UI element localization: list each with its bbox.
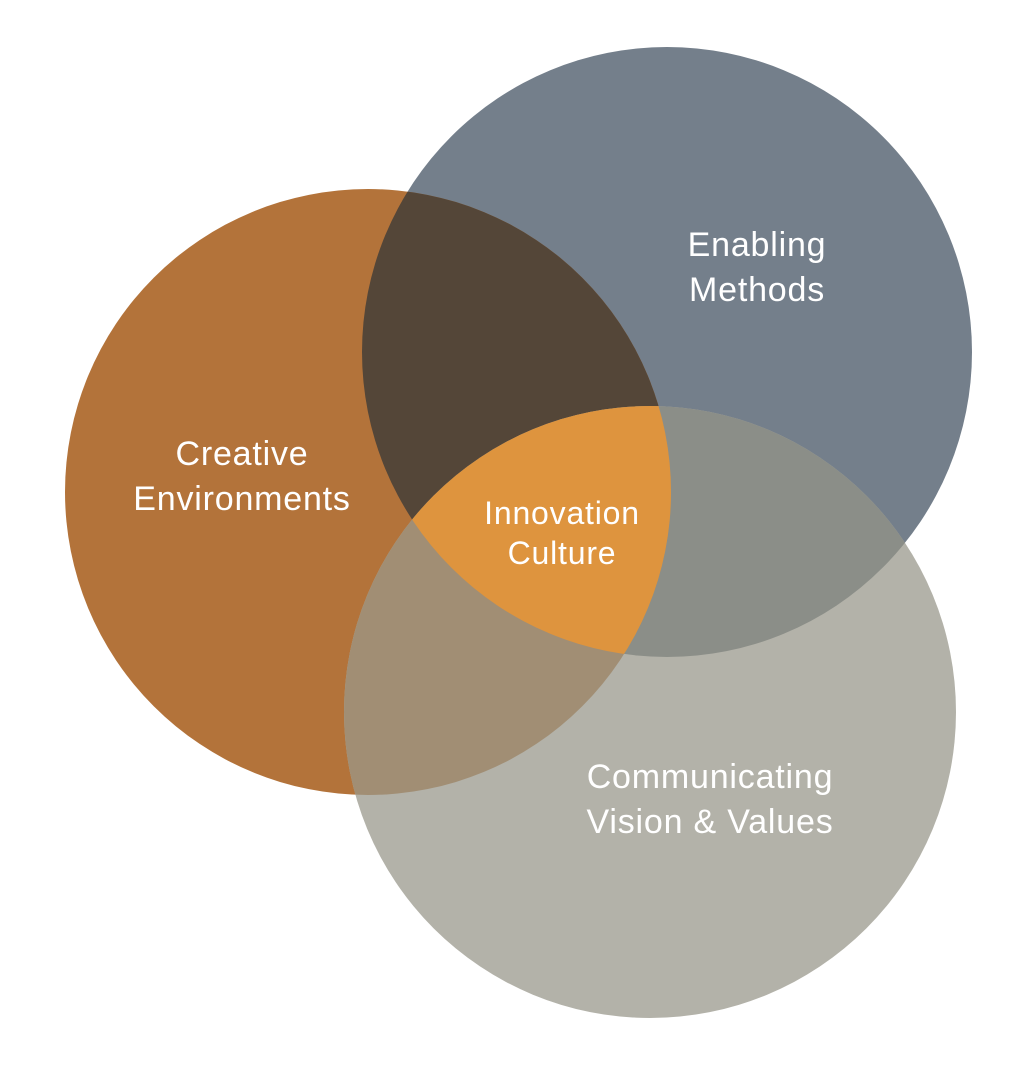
innovation-culture-label-line1: Innovation [484,495,640,531]
enabling-methods-label-line1: Enabling [687,226,827,264]
enabling-methods-label: Enabling Methods [688,223,827,313]
creative-environments-label-line1: Creative [175,435,309,473]
creative-environments-label: Creative Environments [133,432,350,522]
enabling-methods-label-line2: Methods [688,271,826,309]
communicating-vision-values-label-line1: Communicating [586,758,834,796]
communicating-vision-values-label: Communicating Vision & Values [587,755,834,845]
communicating-vision-values-label-line2: Vision & Values [586,803,834,841]
overlap-center-innovation-culture [362,406,671,657]
creative-environments-label-line2: Environments [133,480,351,518]
innovation-culture-label: Innovation Culture [484,493,640,573]
innovation-culture-label-line2: Culture [507,535,617,571]
